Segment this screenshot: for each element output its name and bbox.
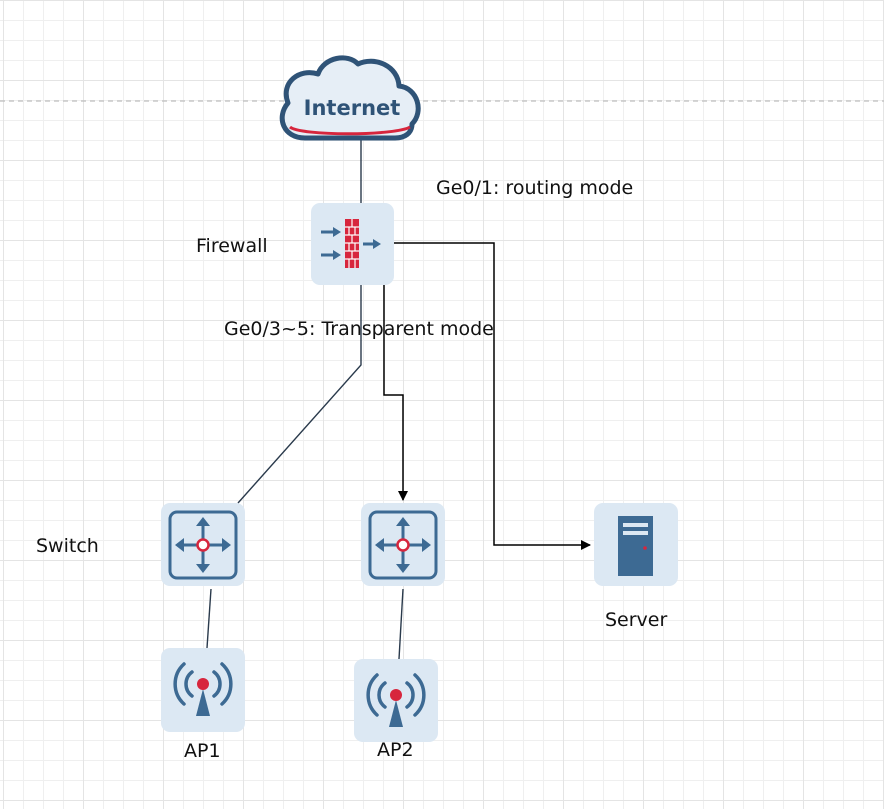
switch-2-icon[interactable] (361, 503, 445, 586)
ge035-annotation: Ge0/3~5: Transparent mode (224, 318, 494, 340)
switch-label: Switch (36, 535, 99, 557)
link-firewall-server[interactable] (394, 242, 591, 550)
link-firewall-switch1[interactable] (237, 285, 362, 504)
link-switch1-ap1[interactable] (206, 588, 212, 649)
firewall-icon[interactable] (311, 203, 394, 285)
ap1-label: AP1 (184, 740, 221, 762)
switch-1-icon[interactable] (161, 503, 245, 586)
link-switch2-ap2[interactable] (398, 588, 404, 660)
ap-2-icon[interactable] (354, 659, 438, 742)
server-icon[interactable] (594, 503, 678, 586)
link-firewall-switch2[interactable] (383, 285, 408, 501)
internet-cloud-icon[interactable]: Internet (279, 55, 421, 141)
ap-1-icon[interactable] (161, 648, 245, 732)
ap2-label: AP2 (377, 739, 414, 761)
ge01-annotation: Ge0/1: routing mode (436, 177, 633, 199)
internet-label: Internet (304, 96, 401, 120)
server-label: Server (605, 609, 667, 631)
firewall-label: Firewall (196, 235, 268, 257)
